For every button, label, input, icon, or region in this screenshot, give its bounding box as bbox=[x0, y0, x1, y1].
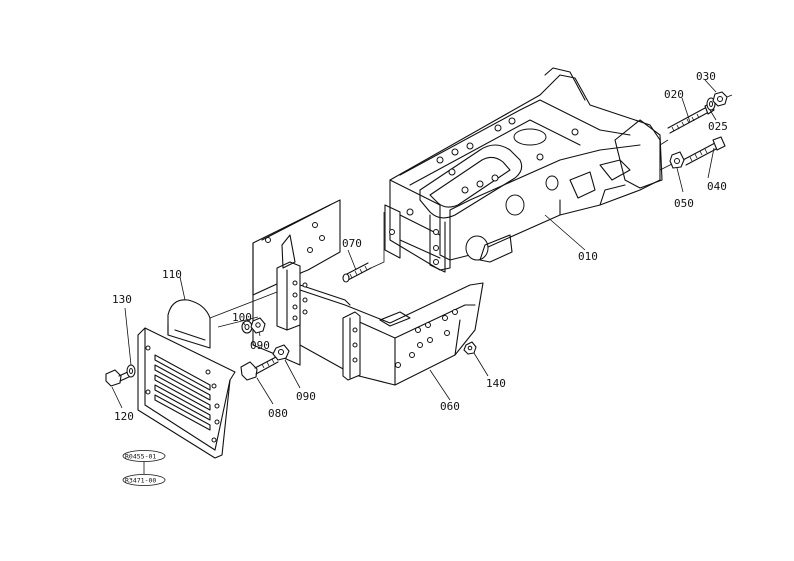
leader-lines bbox=[111, 79, 717, 409]
reference-codes: R0455-01 R3471-00 bbox=[122, 450, 166, 486]
ref-code-2: R3471-00 bbox=[125, 477, 156, 485]
label-120-130-top: 130 bbox=[112, 293, 132, 306]
ref-code-1: R0455-01 bbox=[125, 453, 156, 461]
nut-030 bbox=[712, 91, 733, 107]
label-110: 110 bbox=[162, 268, 182, 281]
stud-070 bbox=[342, 262, 372, 283]
nut-140 bbox=[463, 341, 477, 355]
label-140: 140 bbox=[486, 377, 506, 390]
bolt-080 bbox=[240, 356, 279, 381]
label-070: 070 bbox=[342, 237, 362, 250]
label-010: 010 bbox=[578, 250, 598, 263]
nut-090-lower bbox=[272, 344, 290, 361]
label-090-upper: 090 bbox=[250, 339, 270, 352]
label-020: 020 bbox=[664, 88, 684, 101]
nut-090-upper bbox=[250, 317, 266, 334]
label-120: 120 bbox=[114, 410, 134, 423]
label-060: 060 bbox=[440, 400, 460, 413]
label-090-lower: 090 bbox=[296, 390, 316, 403]
label-050: 050 bbox=[674, 197, 694, 210]
label-040: 040 bbox=[707, 180, 727, 193]
front-grille-110 bbox=[137, 299, 236, 459]
washer-130 bbox=[126, 364, 136, 378]
label-100: 100 bbox=[232, 311, 252, 324]
nut-050 bbox=[669, 151, 685, 169]
front-frame-010 bbox=[384, 67, 663, 273]
label-080: 080 bbox=[268, 407, 288, 420]
assembly-lines bbox=[209, 139, 673, 328]
bracket-060 bbox=[252, 199, 484, 386]
washer-025 bbox=[706, 97, 716, 111]
bolt-040 bbox=[682, 136, 726, 166]
label-025: 025 bbox=[708, 120, 728, 133]
label-030: 030 bbox=[696, 70, 716, 83]
part-labels: 010 020 025 030 040 050 060 070 080 090 … bbox=[112, 70, 728, 423]
